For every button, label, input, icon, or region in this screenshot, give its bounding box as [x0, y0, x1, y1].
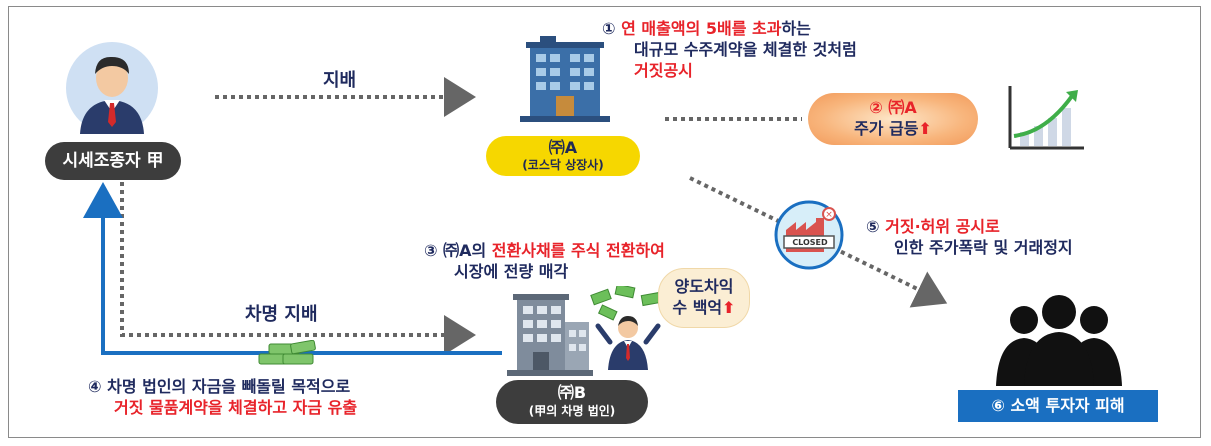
closed-factory-icon: × CLOSED — [774, 200, 844, 270]
step-1-text: ① 연 매출액의 5배를 초과하는 대규모 수주계약을 체결한 것처럼 거짓공시 — [602, 18, 857, 81]
step-4-text: ④ 차명 법인의 자금을 빼돌릴 목적으로 거짓 물품계약을 체결하고 자금 유… — [88, 376, 357, 418]
company-b-building-icon — [507, 292, 593, 376]
step-4-line-2: 거짓 물품계약을 체결하고 자금 유출 — [114, 398, 358, 417]
step-3-num: ③ ㈜A의 — [424, 241, 492, 260]
stock-surge-bubble: ② ㈜A 주가 급등⬆ — [808, 93, 978, 145]
manipulator-avatar-icon — [66, 42, 158, 134]
step-5-text: ⑤ 거짓·허위 공시로 인한 주가폭락 및 거래정지 — [866, 216, 1073, 258]
investors-badge: ⑥ 소액 투자자 피해 — [958, 390, 1158, 422]
money-stack-icon — [255, 339, 319, 368]
nominee-control-arrow — [120, 182, 476, 355]
businessman-money-icon — [590, 283, 666, 370]
gain-line-2-text: 수 백억 — [672, 298, 723, 317]
step-4-line-1: ④ 차명 법인의 자금을 빼돌릴 목적으로 — [88, 377, 351, 396]
step-3-line-2: 시장에 전량 매각 — [454, 262, 569, 281]
step-1-red: 연 매출액의 5배를 초과 — [621, 19, 782, 38]
step-5-num: ⑤ — [866, 217, 886, 236]
nominee-control-label: 차명 지배 — [245, 304, 318, 325]
step-3-text: ③ ㈜A의 전환사채를 주식 전환하여 시장에 전량 매각 — [424, 240, 665, 282]
gain-up-arrow-icon: ⬆ — [722, 298, 736, 317]
manipulator-label: 시세조종자 甲 — [45, 142, 181, 180]
company-a-name: ㈜A — [548, 138, 578, 157]
investors-label: ⑥ 소액 투자자 피해 — [991, 396, 1125, 415]
step-1-tail: 하는 — [781, 19, 811, 38]
stock-surge-line-2-text: 주가 급등 — [854, 119, 919, 138]
manipulator-label-text: 시세조종자 甲 — [62, 151, 164, 171]
step-5-line-1: ⑤ 거짓·허위 공시로 — [866, 216, 1073, 237]
stock-surge-line-1: ② ㈜A — [869, 98, 917, 117]
step-1-line-2: 대규모 수주계약을 체결한 것처럼 — [634, 40, 857, 59]
up-arrow-icon: ⬆ — [918, 119, 932, 138]
gain-bubble: 양도차익 수 백억⬆ — [658, 268, 750, 328]
svg-text:×: × — [825, 210, 833, 220]
step-3-line-1: ③ ㈜A의 전환사채를 주식 전환하여 — [424, 240, 665, 261]
company-b-name: ㈜B — [557, 383, 587, 402]
company-a-building-icon — [520, 36, 610, 126]
step-1-line-3: 거짓공시 — [634, 61, 693, 80]
company-a-sub: (코스닥 상장사) — [522, 158, 604, 172]
gain-line-1: 양도차익 — [674, 277, 734, 296]
rising-chart-icon — [1006, 84, 1086, 152]
stock-surge-line-2: 주가 급등⬆ — [808, 118, 978, 139]
step-1-line-1: ① 연 매출액의 5배를 초과하는 — [602, 18, 857, 39]
step-3-red: 전환사채를 주식 전환하여 — [491, 241, 665, 260]
fund-flow-arrow — [83, 182, 502, 355]
investors-group-icon — [984, 294, 1134, 386]
diagram-frame — [8, 6, 1201, 438]
step-1-num: ① — [602, 19, 622, 38]
company-b-sub: (甲의 차명 법인) — [528, 404, 616, 418]
company-b-label: ㈜B (甲의 차명 법인) — [496, 380, 648, 424]
closed-sign: CLOSED — [792, 238, 828, 247]
step-5-line-2: 인한 주가폭락 및 거래정지 — [894, 238, 1073, 257]
control-label: 지배 — [323, 70, 357, 91]
company-a-label: ㈜A (코스닥 상장사) — [486, 136, 640, 176]
gain-line-2: 수 백억⬆ — [659, 297, 749, 318]
step-5-red: 거짓·허위 공시로 — [885, 217, 1000, 236]
